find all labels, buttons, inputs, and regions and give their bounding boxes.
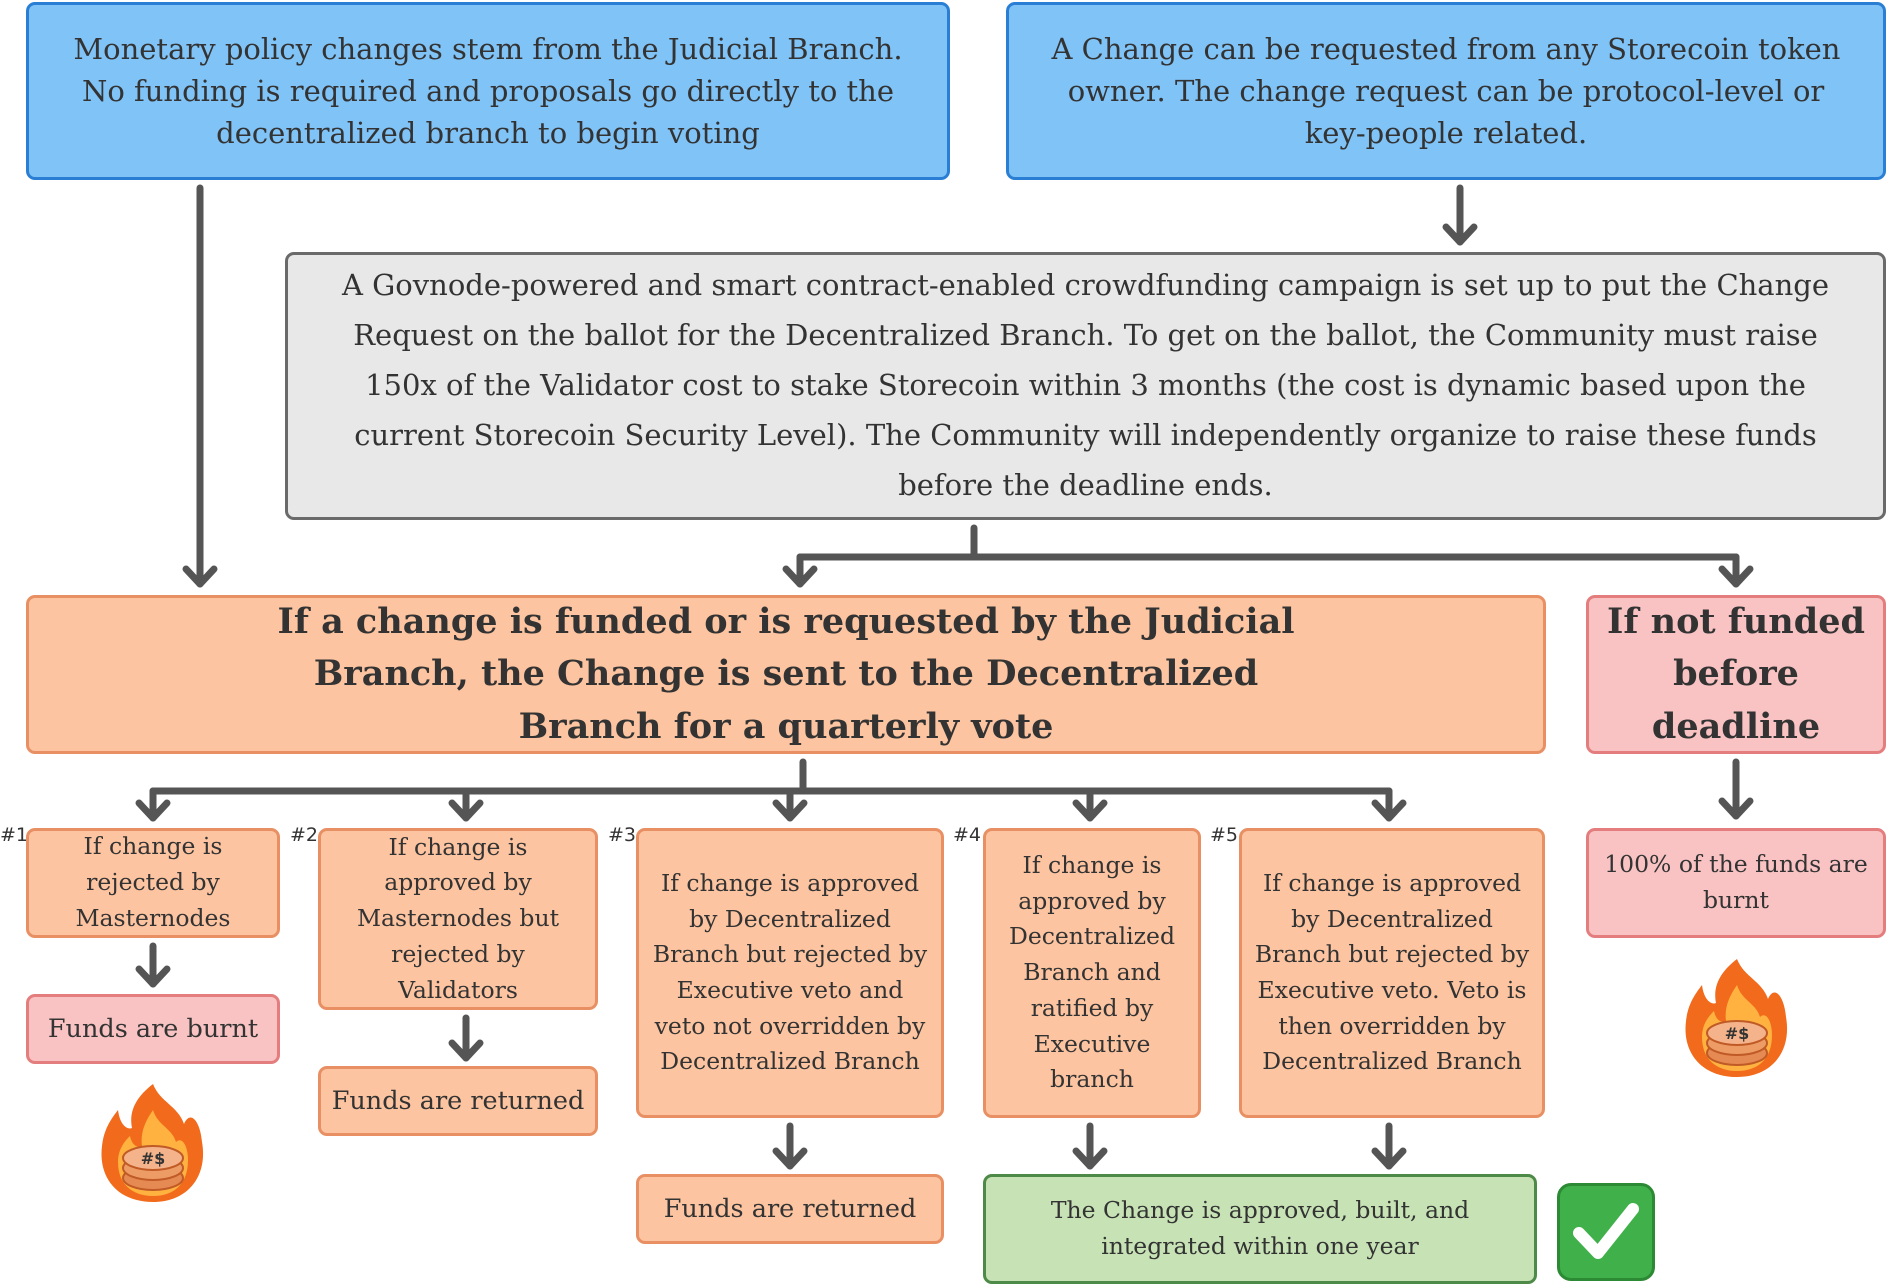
- svg-text:#$: #$: [1725, 1024, 1750, 1043]
- not-funded-box: If not funded before deadline: [1586, 595, 1886, 754]
- check-mark-glyph: [1573, 1203, 1639, 1259]
- funds-burnt-all-box: 100% of the funds are burnt: [1586, 828, 1886, 938]
- arrowhead: [1718, 565, 1754, 588]
- arrowhead: [182, 565, 218, 588]
- outcome-4-box: If change is approved by Decentralized B…: [983, 828, 1201, 1118]
- crowdfunding-box: A Govnode-powered and smart contract-ena…: [285, 252, 1886, 520]
- arrowhead: [1371, 799, 1407, 822]
- outcome-1-box: If change is rejected by Masternodes: [26, 828, 280, 938]
- result-1-funds-burnt: Funds are burnt: [26, 994, 280, 1064]
- outcome-5-box: If change is approved by Decentralized B…: [1239, 828, 1545, 1118]
- arrowhead: [1072, 1147, 1108, 1170]
- outcome-number-5: #5: [1210, 824, 1239, 846]
- arrowhead: [135, 965, 171, 988]
- token-owner-box: A Change can be requested from any Store…: [1006, 2, 1886, 180]
- arrowhead: [772, 1147, 808, 1170]
- arrowhead: [772, 799, 808, 822]
- funded-box: If a change is funded or is requested by…: [26, 595, 1546, 754]
- outcome-number-2: #2: [290, 824, 319, 846]
- result-2-funds-returned: Funds are returned: [318, 1066, 598, 1136]
- arrowhead: [1371, 1147, 1407, 1170]
- arrowhead: [1718, 797, 1754, 820]
- arrowhead: [782, 565, 818, 588]
- result-3-funds-returned: Funds are returned: [636, 1174, 944, 1244]
- outcome-3-box: If change is approved by Decentralized B…: [636, 828, 944, 1118]
- arrowhead: [448, 1039, 484, 1062]
- arrowhead: [1442, 223, 1478, 246]
- outcome-number-4: #4: [953, 824, 982, 846]
- fire-coins-icon: #$: [101, 1084, 204, 1202]
- arrowhead: [448, 799, 484, 822]
- arrowhead: [135, 799, 171, 822]
- outcome-number-1: #1: [0, 824, 29, 846]
- outcome-2-box: If change is approved by Masternodes but…: [318, 828, 598, 1010]
- arrowhead: [1072, 799, 1108, 822]
- fire-coins-icon: #$: [1685, 959, 1788, 1077]
- judicial-branch-box: Monetary policy changes stem from the Ju…: [26, 2, 950, 180]
- check-mark-icon: [1557, 1183, 1655, 1281]
- result-final-approved: The Change is approved, built, and integ…: [983, 1174, 1537, 1284]
- svg-text:#$: #$: [141, 1149, 166, 1168]
- outcome-number-3: #3: [608, 824, 637, 846]
